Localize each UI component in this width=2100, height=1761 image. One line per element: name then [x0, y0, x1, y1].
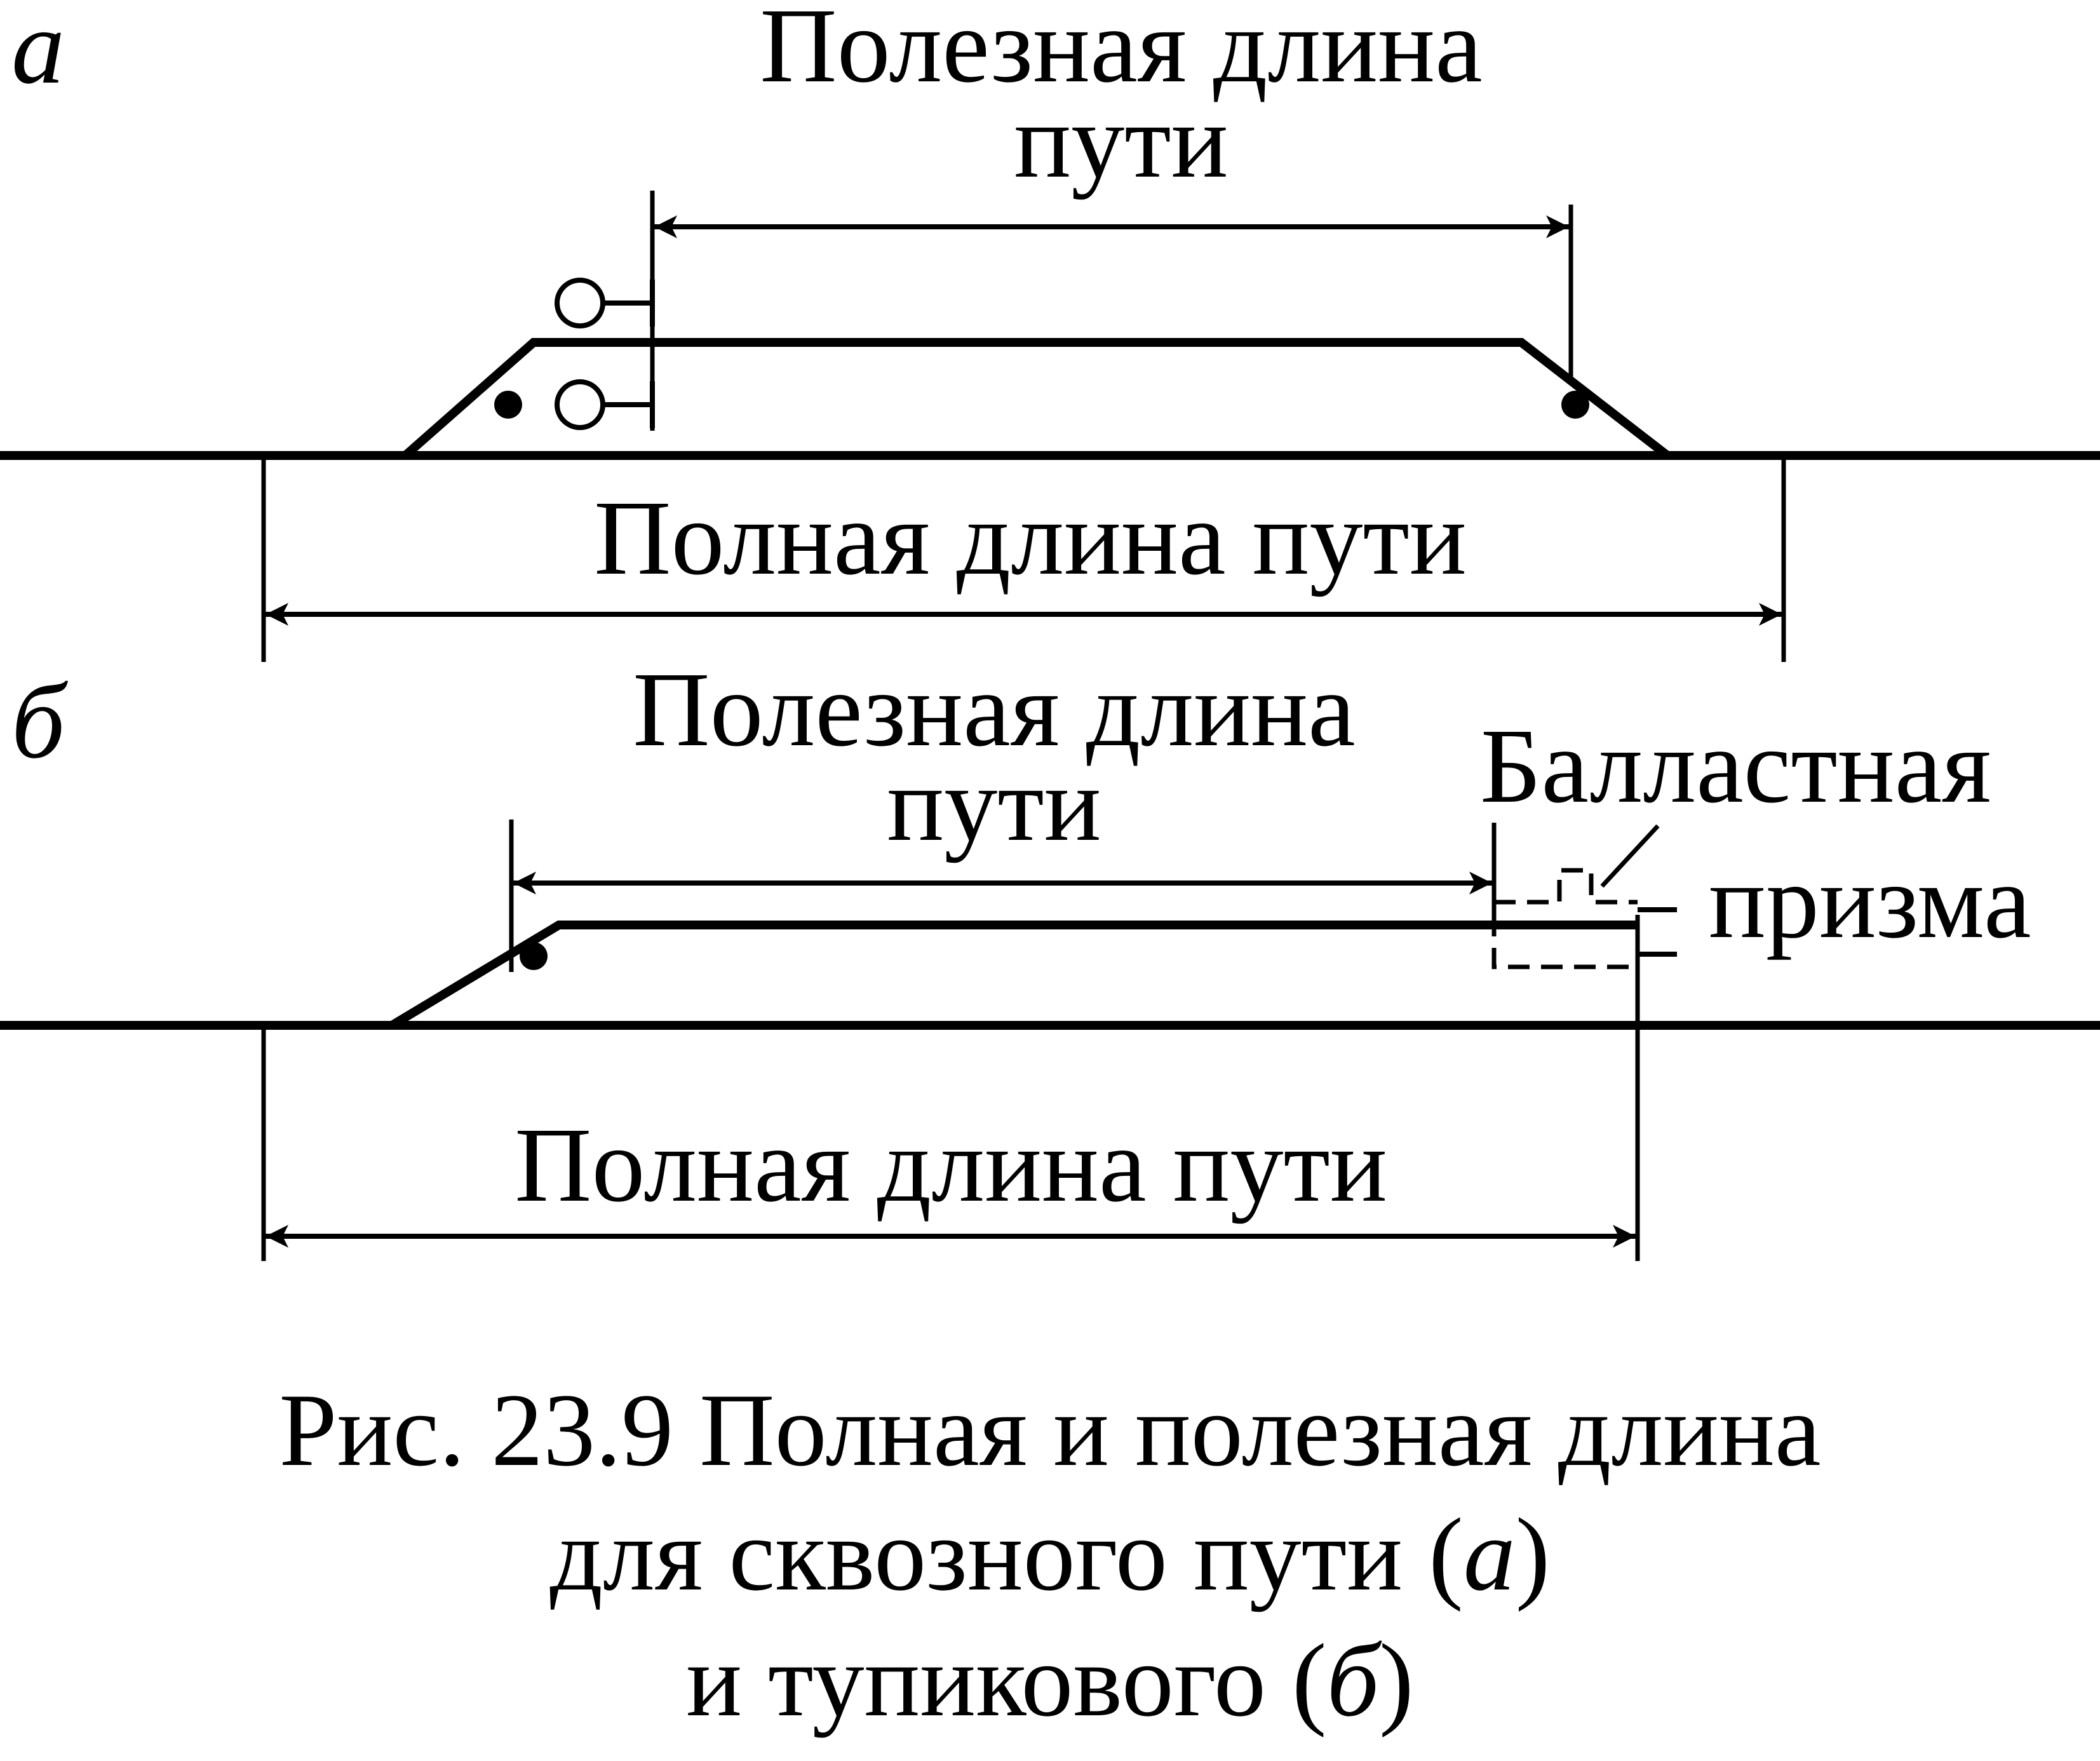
panel-a-left-fouling-point-marker [494, 391, 522, 419]
panel-a-lower-signal-icon [555, 379, 655, 430]
panel-b-ballast-leader-line [1600, 824, 1660, 888]
panel-b-siding-track [389, 921, 1638, 1030]
panel-b-useful-length-label-line1: Полезная длина [633, 651, 1355, 769]
caption-line-3-text: и тупикового ( [686, 1623, 1326, 1738]
caption-line-2-italic: а [1464, 1497, 1516, 1612]
panel-a-right-fouling-point-marker [1561, 391, 1589, 419]
panel-a-letter: a [11, 0, 65, 106]
caption-line-3-italic: б [1327, 1623, 1382, 1738]
caption-line-3: и тупикового (б) [686, 1623, 1413, 1738]
caption-line-2-close: ) [1516, 1497, 1551, 1612]
caption-line-3-close: ) [1379, 1623, 1414, 1738]
panel-a-useful-length-label-line2: пути [1014, 82, 1228, 200]
panel-b-ballast-label-line1: Балластная [1480, 707, 1991, 825]
figure-caption: Рис. 23.9 Полная и полезная длина для ск… [279, 1373, 1821, 1738]
panel-b-useful-length-label-line2: пути [887, 745, 1101, 863]
caption-line-2: для сквозного пути (а) [550, 1497, 1551, 1612]
caption-line-2-text: для сквозного пути ( [550, 1497, 1464, 1612]
panel-a-useful-length-label-line1: Полезная длина [760, 0, 1482, 105]
panel-b: б Полезная длина пути Балластная призма … [0, 651, 2100, 1261]
panel-b-letter: б [11, 663, 68, 781]
panel-a-siding-track [402, 338, 1671, 459]
panel-a: a Полезная длина пути Полная длина пути [0, 0, 2100, 662]
caption-line-1: Рис. 23.9 Полная и полезная длина [279, 1373, 1821, 1488]
panel-b-full-length-label: Полная длина пути [515, 1106, 1387, 1224]
panel-a-full-length-label: Полная длина пути [594, 479, 1467, 597]
panel-b-fouling-point-marker [520, 942, 548, 970]
panel-a-upper-signal-icon [555, 278, 655, 328]
panel-b-ballast-label-line2: призма [1709, 842, 2031, 961]
panel-b-ballast-prism [1491, 868, 1640, 969]
